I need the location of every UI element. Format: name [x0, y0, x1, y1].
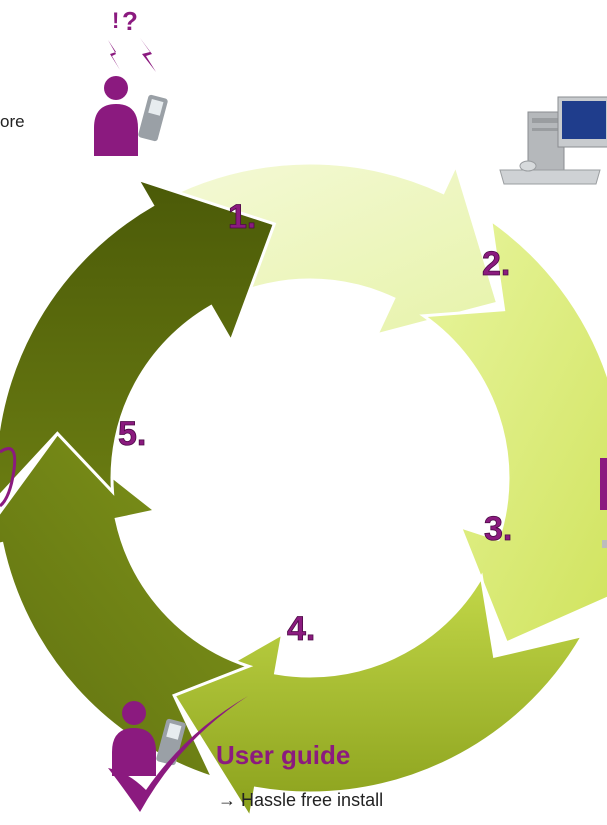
cycle-segment-5: [0, 176, 277, 498]
caption-fragment: ore: [0, 112, 25, 131]
cycle-segment-2: [419, 216, 607, 645]
step-label-5: 5.: [118, 415, 146, 453]
checkmark-icon: [108, 696, 248, 812]
step-label-2: 2.: [482, 245, 510, 283]
cycle-segment-4: [0, 431, 254, 781]
step-label-4: 4.: [287, 610, 315, 648]
user-guide-subtitle: → Hassle free install: [218, 790, 383, 811]
cycle-segment-3: [172, 572, 586, 822]
user-guide-title: User guide: [216, 740, 351, 770]
svg-text:!: !: [112, 8, 119, 33]
cycle-center: [165, 333, 455, 623]
step-label-1: 1.: [228, 198, 256, 236]
step-label-3: 3.: [484, 510, 512, 548]
computer-icon: [499, 96, 607, 185]
svg-text:?: ?: [122, 6, 138, 36]
user-phone-icon: [112, 701, 186, 776]
user-guide-subtitle-text: Hassle free install: [241, 790, 384, 810]
confused-user-phone-icon: ! ?: [94, 6, 168, 156]
arrow-icon: →: [218, 790, 236, 810]
